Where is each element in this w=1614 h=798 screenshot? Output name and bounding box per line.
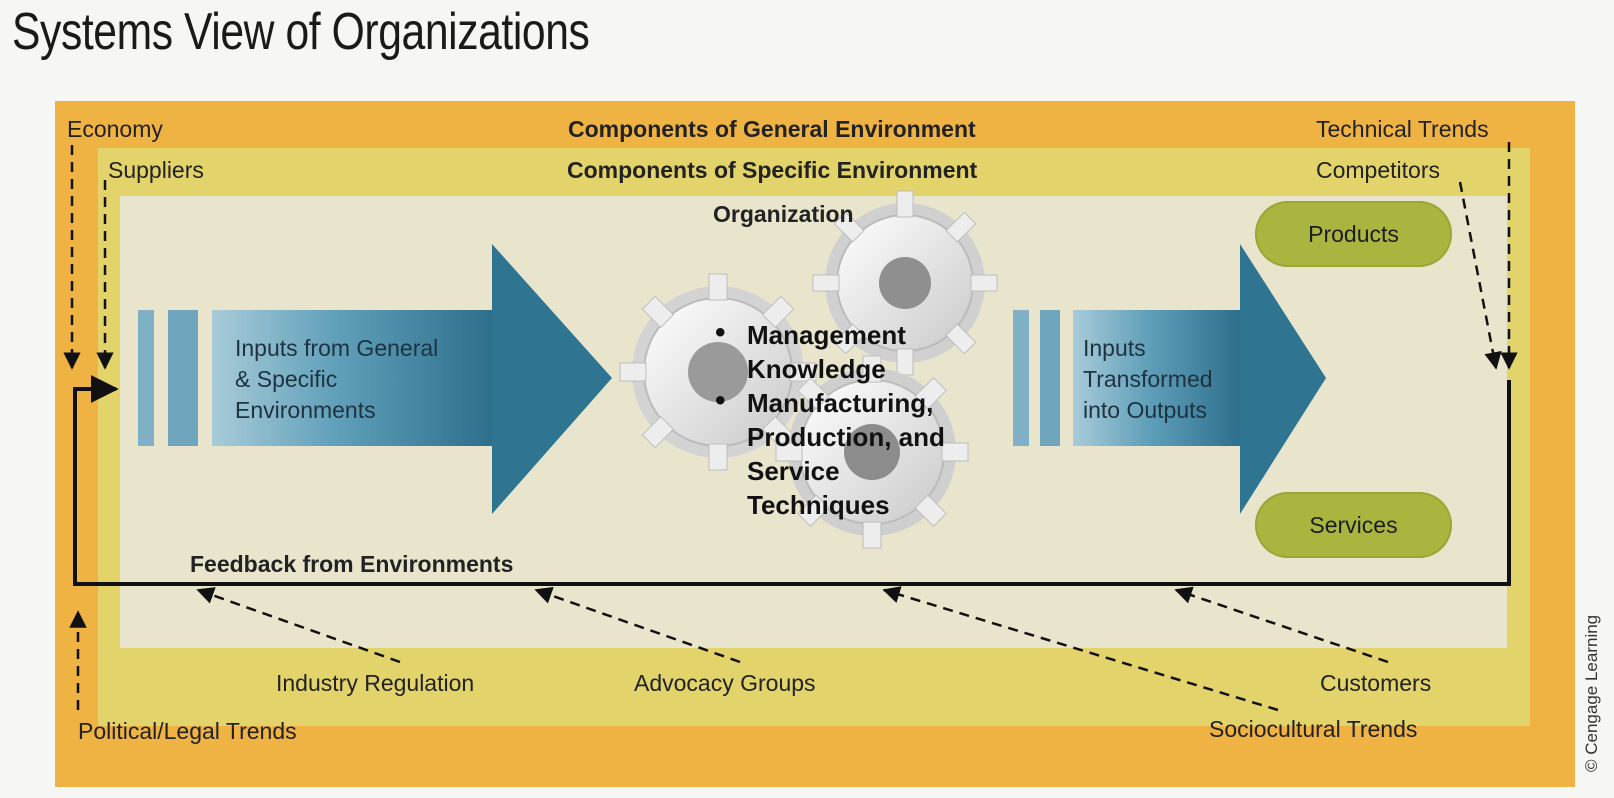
customers-label: Customers xyxy=(1320,670,1432,696)
feedback-loop-arrow xyxy=(73,375,1511,586)
suppliers-label: Suppliers xyxy=(108,157,204,183)
specific-environment-heading: Components of Specific Environment xyxy=(567,157,978,183)
input-arrow xyxy=(138,244,612,514)
credit-text: © Cengage Learning xyxy=(1582,614,1601,772)
organization-heading: Organization xyxy=(713,201,854,227)
advocacy-groups-label: Advocacy Groups xyxy=(634,670,816,696)
outputs-arrow-label: Inputs Transformed into Outputs xyxy=(1083,335,1213,423)
output-arrow xyxy=(1013,244,1326,514)
competitors-label: Competitors xyxy=(1316,157,1440,183)
products-pill: Products xyxy=(1255,201,1452,267)
sociocultural-label: Sociocultural Trends xyxy=(1209,716,1418,742)
political-legal-label: Political/Legal Trends xyxy=(78,718,297,744)
industry-regulation-label: Industry Regulation xyxy=(276,670,475,696)
bullet-manufacturing: Manufacturing, Production, and Service T… xyxy=(715,384,945,522)
page-title: Systems View of Organizations xyxy=(12,3,590,61)
technical-trends-label: Technical Trends xyxy=(1316,116,1489,142)
influence-arrows xyxy=(63,142,1518,712)
economy-label: Economy xyxy=(67,116,163,142)
feedback-label: Feedback from Environments xyxy=(190,551,514,577)
organization-bullets: Management Knowledge Manufacturing, Prod… xyxy=(715,316,945,522)
bullet-management: Management Knowledge xyxy=(715,316,945,386)
inputs-arrow-label: Inputs from General & Specific Environme… xyxy=(235,335,439,423)
general-environment-heading: Components of General Environment xyxy=(568,116,976,142)
services-pill: Services xyxy=(1255,492,1452,558)
